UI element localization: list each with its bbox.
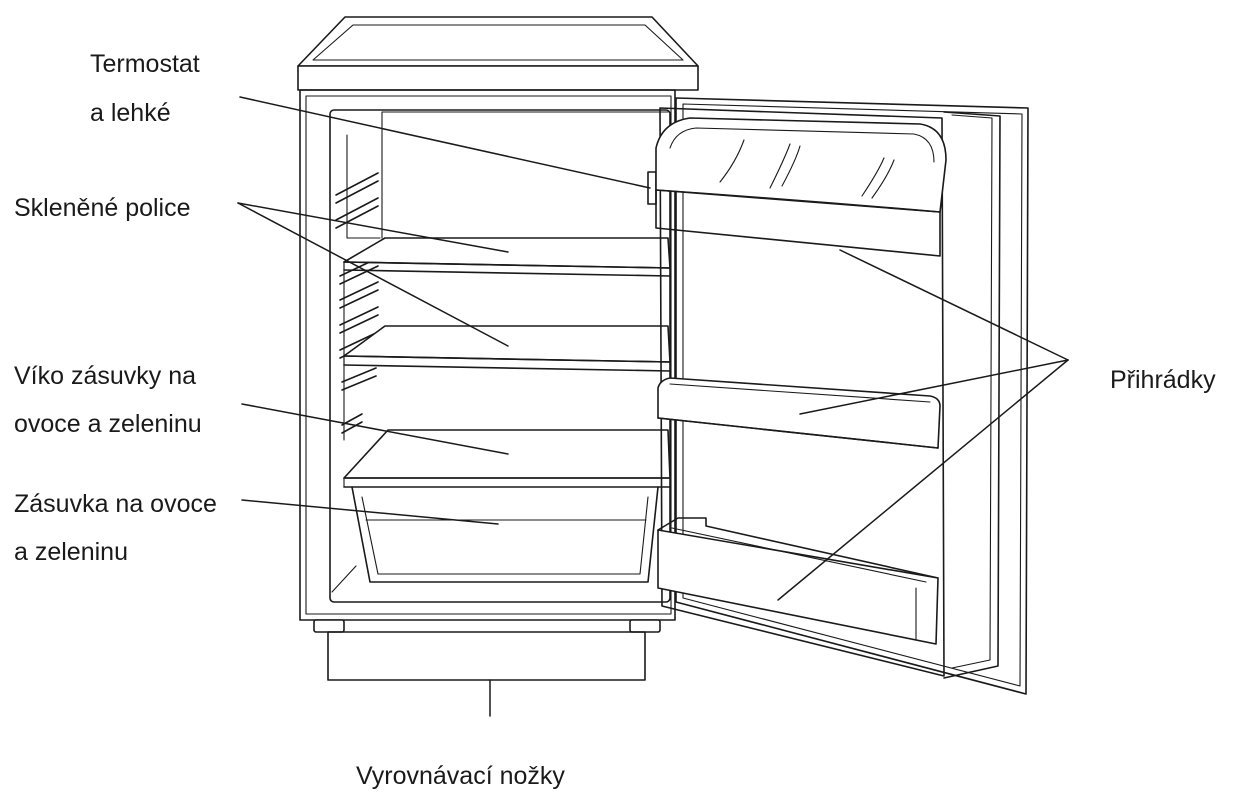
- door-shelf-middle: [657, 377, 941, 449]
- label-crisper-lid-line1: Víko zásuvky na: [14, 362, 196, 390]
- callout-labels: Termostat a lehké Skleněné police Víko z…: [14, 50, 1216, 790]
- leader-glass-shelf-1: [237, 202, 509, 253]
- label-glass-shelves: Skleněné police: [14, 194, 191, 222]
- crisper-lid: [343, 429, 671, 488]
- glass-shelf-2: [343, 325, 671, 372]
- label-leveling-feet: Vyrovnávací nožky: [356, 762, 565, 790]
- leader-crisper-drawer: [241, 499, 499, 525]
- fridge-door: [655, 97, 1029, 695]
- label-door-compartments: Přihrádky: [1110, 366, 1216, 394]
- shelf-supports: [335, 172, 379, 441]
- label-thermostat-line1: Termostat: [90, 50, 200, 78]
- leader-glass-shelf-2: [237, 202, 509, 347]
- leader-lines: [237, 96, 1069, 717]
- leader-compartment-top: [839, 249, 1069, 361]
- cabinet-body: [299, 89, 676, 621]
- label-crisper-lid-line2: ovoce a zeleninu: [14, 410, 202, 438]
- worktop-top: [297, 16, 699, 67]
- leader-crisper-lid: [241, 403, 509, 455]
- door-dairy-compartment: [655, 117, 947, 257]
- glass-shelf-1: [343, 237, 671, 277]
- leveling-feet-graphic: [313, 619, 661, 681]
- label-crisper-drawer-line1: Zásuvka na ovoce: [14, 490, 217, 518]
- door-shelf-bottom: [657, 517, 939, 645]
- crisper-drawer: [351, 486, 659, 583]
- leader-compartment-middle: [799, 359, 1069, 415]
- label-thermostat-line2: a lehké: [90, 99, 171, 127]
- leader-thermostat: [239, 96, 651, 189]
- fridge-cabinet: [297, 16, 699, 681]
- worktop-front: [297, 65, 699, 91]
- label-crisper-drawer-line2: a zeleninu: [14, 538, 128, 566]
- leader-compartment-bottom: [777, 359, 1069, 601]
